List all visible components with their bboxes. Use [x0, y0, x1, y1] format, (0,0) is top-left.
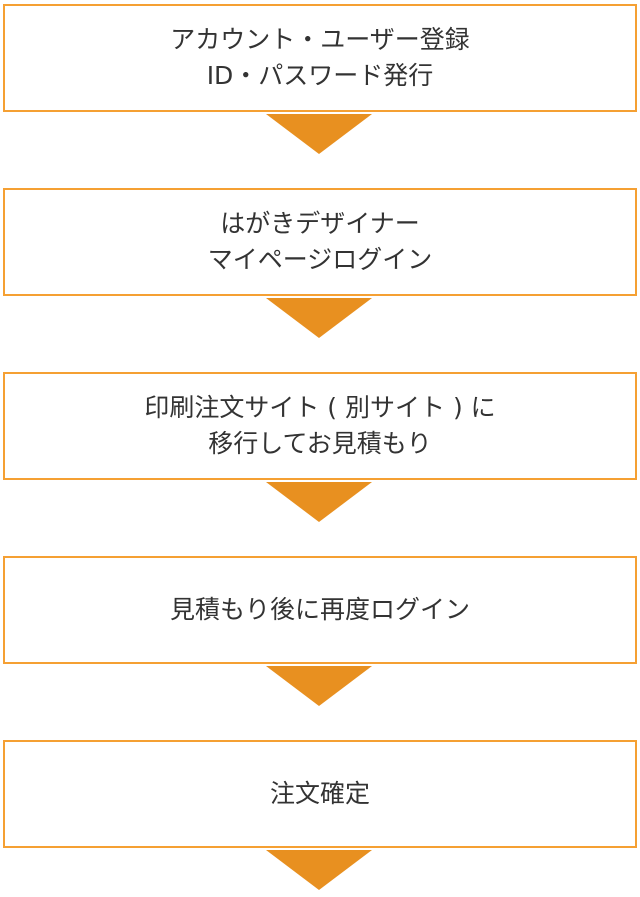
step-1-box: アカウント・ユーザー登録 ID・パスワード発行 — [3, 4, 637, 112]
down-arrow-icon — [266, 114, 372, 154]
step-4-box: 見積もり後に再度ログイン — [3, 556, 637, 664]
step-1-line-2: ID・パスワード発行 — [206, 61, 434, 90]
step-3-box: 印刷注文サイト ( 別サイト ) に 移行してお見積もり — [3, 372, 637, 480]
down-arrow-icon — [266, 298, 372, 338]
down-arrow-icon — [266, 850, 372, 890]
step-3-line-1: 印刷注文サイト ( 別サイト ) に — [144, 393, 496, 422]
down-arrow-icon — [266, 666, 372, 706]
step-3-line-2: 移行してお見積もり — [208, 429, 432, 458]
step-1-line-1: アカウント・ユーザー登録 — [170, 25, 470, 54]
step-5-line-1: 注文確定 — [269, 779, 370, 808]
step-2-box: はがきデザイナー マイページログイン — [3, 188, 637, 296]
step-5-box: 注文確定 — [3, 740, 637, 848]
down-arrow-icon — [266, 482, 372, 522]
step-2-line-1: はがきデザイナー — [220, 209, 420, 238]
step-4-line-1: 見積もり後に再度ログイン — [169, 595, 470, 624]
step-2-line-2: マイページログイン — [207, 245, 433, 274]
